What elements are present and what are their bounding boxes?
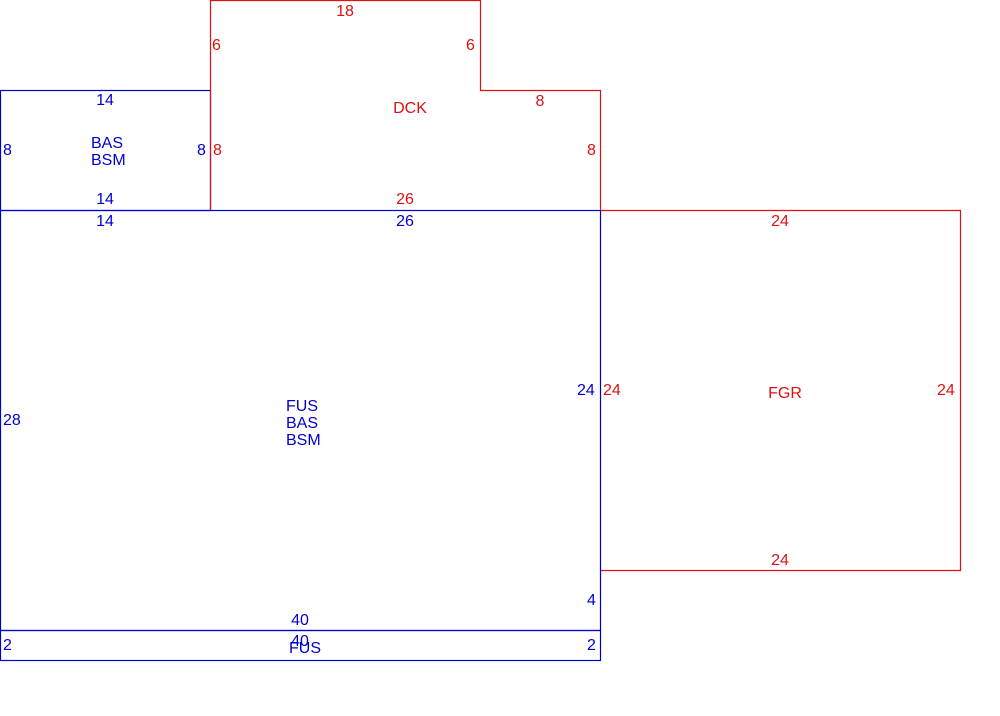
bas-bsm-label-bsm: BSM: [91, 152, 126, 169]
main-dim-top-right: 26: [396, 213, 414, 230]
fus-strip: 2 2 40 FUS: [0, 629, 602, 662]
dck-area: 18 6 6 8 8 8 26 DCK: [209, 0, 602, 211]
dck-dim-right-upper: 6: [466, 37, 475, 54]
main-dim-top-left: 14: [96, 213, 114, 230]
fgr-dim-left: 24: [603, 382, 621, 399]
fus-strip-dim-right: 2: [587, 637, 596, 654]
bas-bsm-dim-right: 8: [197, 142, 206, 159]
dck-dim-left-lower: 8: [213, 142, 222, 159]
main-dim-bottom: 40: [291, 612, 309, 629]
fgr-label: FGR: [768, 385, 802, 402]
fus-strip-dim-left: 2: [3, 637, 12, 654]
fgr-dim-top: 24: [771, 213, 789, 230]
fus-strip-dim-bottom: 40: [291, 633, 309, 650]
dck-dim-top: 18: [336, 3, 354, 20]
dck-dim-right-lower: 8: [587, 142, 596, 159]
bas-bsm-dim-top: 14: [96, 92, 114, 109]
fgr-area: 24 24 24 24 FGR: [600, 209, 962, 572]
main-label-fus: FUS: [286, 398, 318, 415]
fgr-dim-bottom: 24: [771, 552, 789, 569]
dck-dim-left-upper: 6: [212, 37, 221, 54]
bas-bsm-area: 14 8 8 14 BAS BSM: [0, 89, 212, 212]
main-label-bsm: BSM: [286, 432, 321, 449]
bas-bsm-dim-left: 8: [3, 142, 12, 159]
fgr-outline: [600, 209, 962, 572]
fus-strip-label: FUS: [289, 640, 321, 657]
main-label-bas: BAS: [286, 415, 318, 432]
main-area: 14 26 28 24 4 40 FUS BAS BSM: [0, 209, 602, 632]
main-dim-right-lower: 4: [587, 592, 596, 609]
dck-outline: [209, 0, 602, 211]
fus-strip-outline: [0, 629, 602, 662]
bas-bsm-dim-bottom: 14: [96, 191, 114, 208]
dck-dim-step: 8: [536, 93, 545, 110]
dck-dim-bottom: 26: [396, 191, 414, 208]
fgr-dim-right: 24: [937, 382, 955, 399]
main-dim-left: 28: [3, 412, 21, 429]
dck-label: DCK: [393, 100, 427, 117]
main-dim-right: 24: [577, 382, 595, 399]
bas-bsm-label-bas: BAS: [91, 135, 123, 152]
